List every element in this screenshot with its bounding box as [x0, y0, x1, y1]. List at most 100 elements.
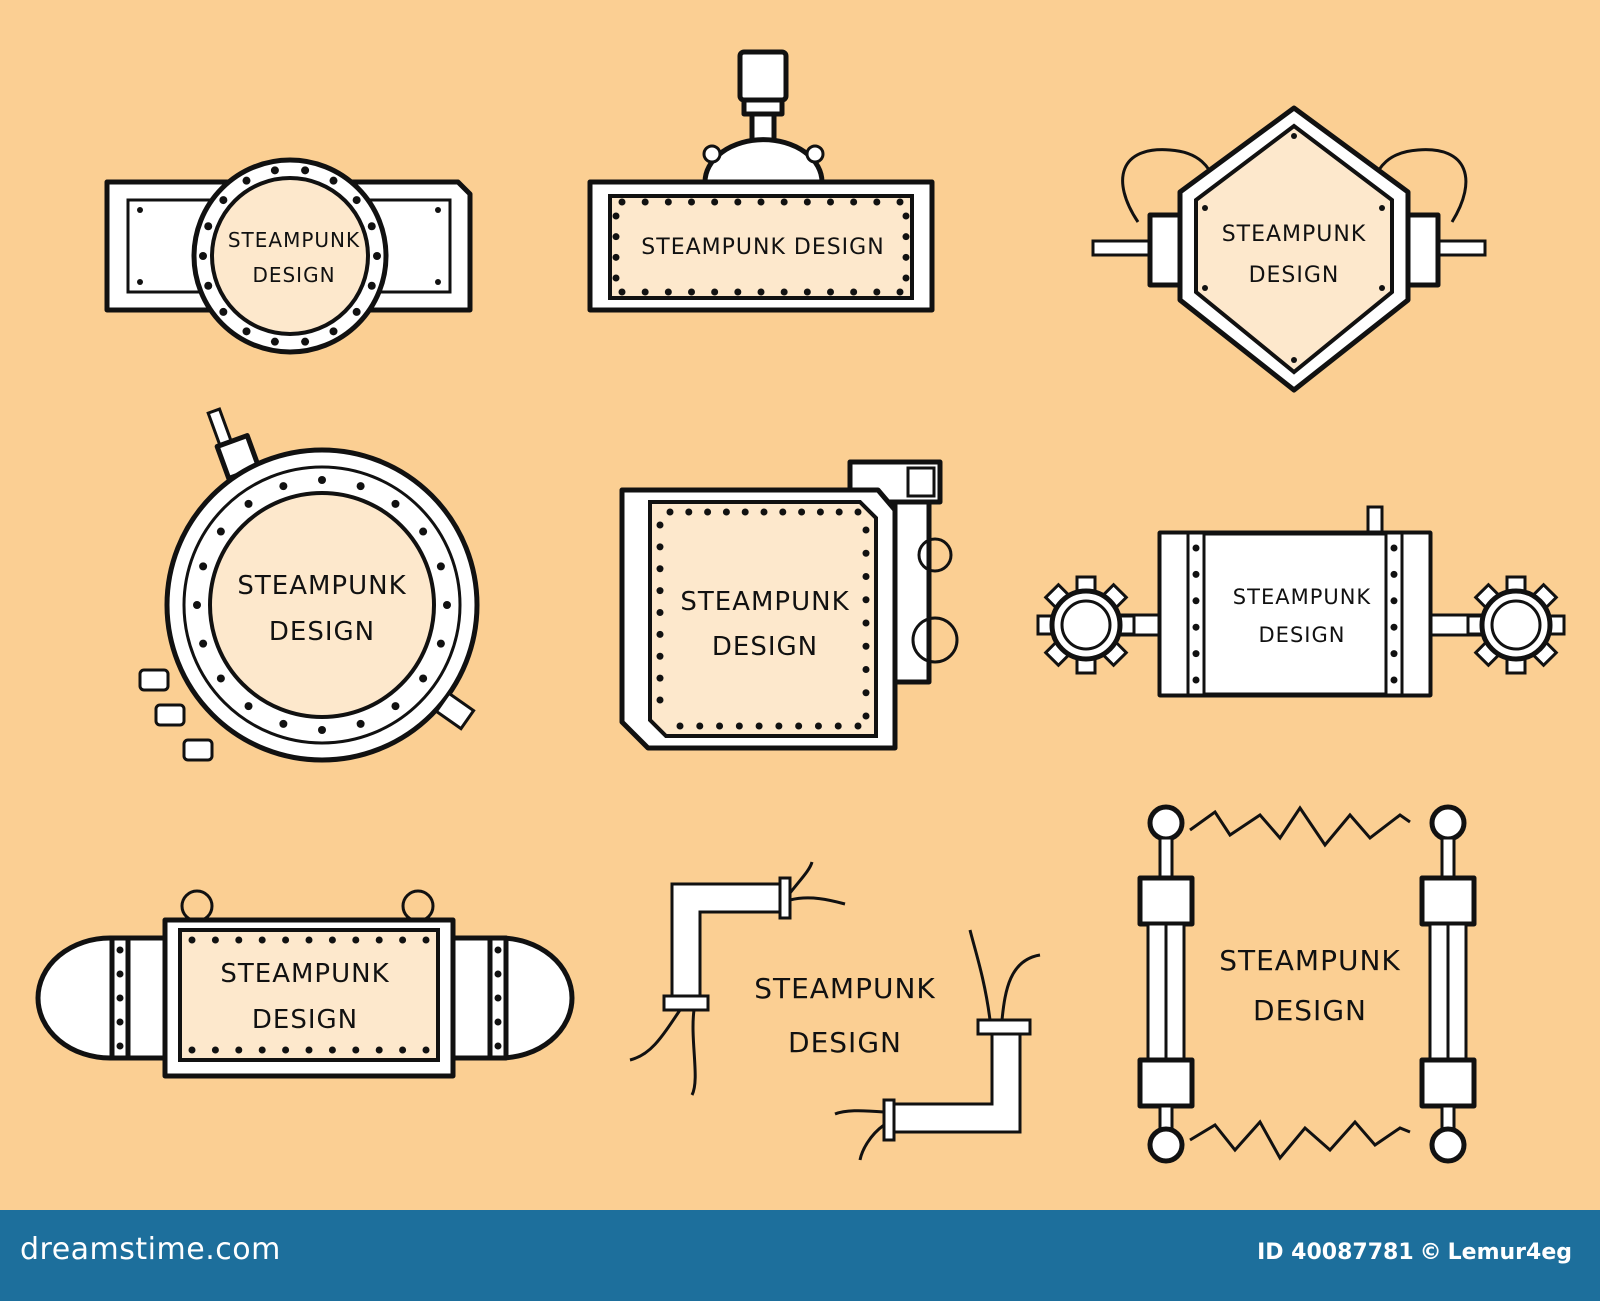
- rivet: [436, 562, 445, 571]
- emblem-3-line2: DESIGN: [1249, 263, 1340, 288]
- rivet: [780, 288, 788, 296]
- emblem-tesla-coils: STEAMPUNK DESIGN: [1137, 804, 1477, 1164]
- rivet: [862, 666, 870, 673]
- rivet: [204, 222, 213, 231]
- rivet: [211, 1046, 219, 1054]
- rivet: [757, 288, 765, 296]
- rivet: [612, 212, 620, 220]
- gear-hub: [1490, 599, 1542, 651]
- rivet: [1390, 650, 1398, 658]
- rivet: [656, 543, 664, 551]
- rivet: [116, 994, 124, 1002]
- plate-rivets: [612, 198, 910, 296]
- rivet: [242, 176, 251, 185]
- rivet: [116, 1018, 124, 1026]
- rivet: [1192, 623, 1200, 631]
- rivet: [1390, 544, 1398, 552]
- rivet: [795, 722, 803, 730]
- rivet: [270, 166, 279, 175]
- rivet: [666, 508, 674, 516]
- rivet: [328, 936, 336, 944]
- cylinder-rivets: [1192, 544, 1398, 684]
- rivet: [664, 288, 672, 296]
- rivet: [862, 573, 870, 580]
- emblem-boiler-panel: STEAMPUNK DESIGN: [619, 459, 959, 751]
- porthole-rivets: [193, 476, 451, 734]
- rivet: [188, 1046, 196, 1054]
- rivet: [896, 198, 904, 206]
- rivet: [188, 936, 196, 944]
- rivet: [199, 639, 208, 648]
- rivet: [814, 722, 822, 730]
- emblem-1-line2: DESIGN: [252, 263, 335, 287]
- gear-hub: [1060, 599, 1112, 651]
- rivet: [854, 722, 862, 730]
- rivet: [757, 198, 765, 206]
- rivet: [704, 508, 712, 516]
- rivet: [375, 1046, 383, 1054]
- rivet: [664, 198, 672, 206]
- rivet: [896, 288, 904, 296]
- rivet: [244, 499, 253, 508]
- rivet: [902, 253, 910, 261]
- rivet: [612, 274, 620, 282]
- emblem-porthole-bar: STEAMPUNK DESIGN: [104, 157, 473, 355]
- rivet: [301, 166, 310, 175]
- brand-logo[interactable]: dreamstime.com: [20, 1232, 281, 1267]
- rivet: [352, 1046, 360, 1054]
- rivet: [270, 337, 279, 346]
- emblem-7-line2: DESIGN: [252, 1005, 358, 1035]
- rivet: [116, 1042, 124, 1050]
- rivet: [676, 722, 684, 730]
- rivet: [873, 288, 881, 296]
- rivet: [279, 719, 288, 728]
- rivet: [656, 565, 664, 573]
- coil-right: [1419, 804, 1477, 1164]
- rivet: [367, 281, 376, 290]
- image-id: ID 40087781: [1257, 1240, 1414, 1265]
- rivet: [399, 1046, 407, 1054]
- author-link[interactable]: Lemur4eg: [1447, 1240, 1572, 1265]
- rivet: [862, 689, 870, 697]
- rivet: [235, 936, 243, 944]
- rivet: [734, 288, 742, 296]
- rivet: [835, 508, 843, 516]
- rivet: [696, 722, 704, 730]
- emblem-pipe-corners: STEAMPUNK DESIGN: [629, 861, 1041, 1161]
- rivet: [1390, 676, 1398, 684]
- emblem-4-line2: DESIGN: [269, 617, 375, 647]
- rivet: [862, 712, 870, 720]
- rivet: [1390, 570, 1398, 578]
- rivet: [419, 527, 428, 536]
- rivet: [688, 288, 695, 296]
- rivet: [760, 508, 768, 516]
- rivet: [734, 198, 742, 206]
- rivet: [862, 619, 870, 627]
- rivet: [1192, 570, 1200, 578]
- rivet: [902, 274, 910, 282]
- rivet: [375, 936, 383, 944]
- rivet: [258, 936, 266, 944]
- rivet: [755, 722, 763, 730]
- rivet: [612, 233, 620, 241]
- rivet: [779, 508, 787, 516]
- rivet: [803, 198, 811, 206]
- rivet: [219, 196, 228, 205]
- rivet: [1390, 623, 1398, 631]
- rivet: [329, 327, 338, 336]
- rivet: [1192, 597, 1200, 605]
- image-credit: ID 40087781©Lemur4eg: [1251, 1240, 1572, 1265]
- rivet: [1192, 650, 1200, 658]
- rivet: [716, 722, 724, 730]
- rivet: [641, 288, 649, 296]
- rivet: [902, 233, 910, 241]
- rivet: [873, 198, 881, 206]
- rivet: [352, 307, 361, 316]
- rivet: [367, 222, 376, 231]
- rivet: [656, 696, 664, 704]
- emblem-cylinder-gears: STEAMPUNK DESIGN: [1036, 505, 1566, 698]
- rivet: [219, 307, 228, 316]
- emblem-7-line1: STEAMPUNK: [220, 959, 389, 989]
- rivet: [328, 1046, 336, 1054]
- rivet: [199, 252, 207, 260]
